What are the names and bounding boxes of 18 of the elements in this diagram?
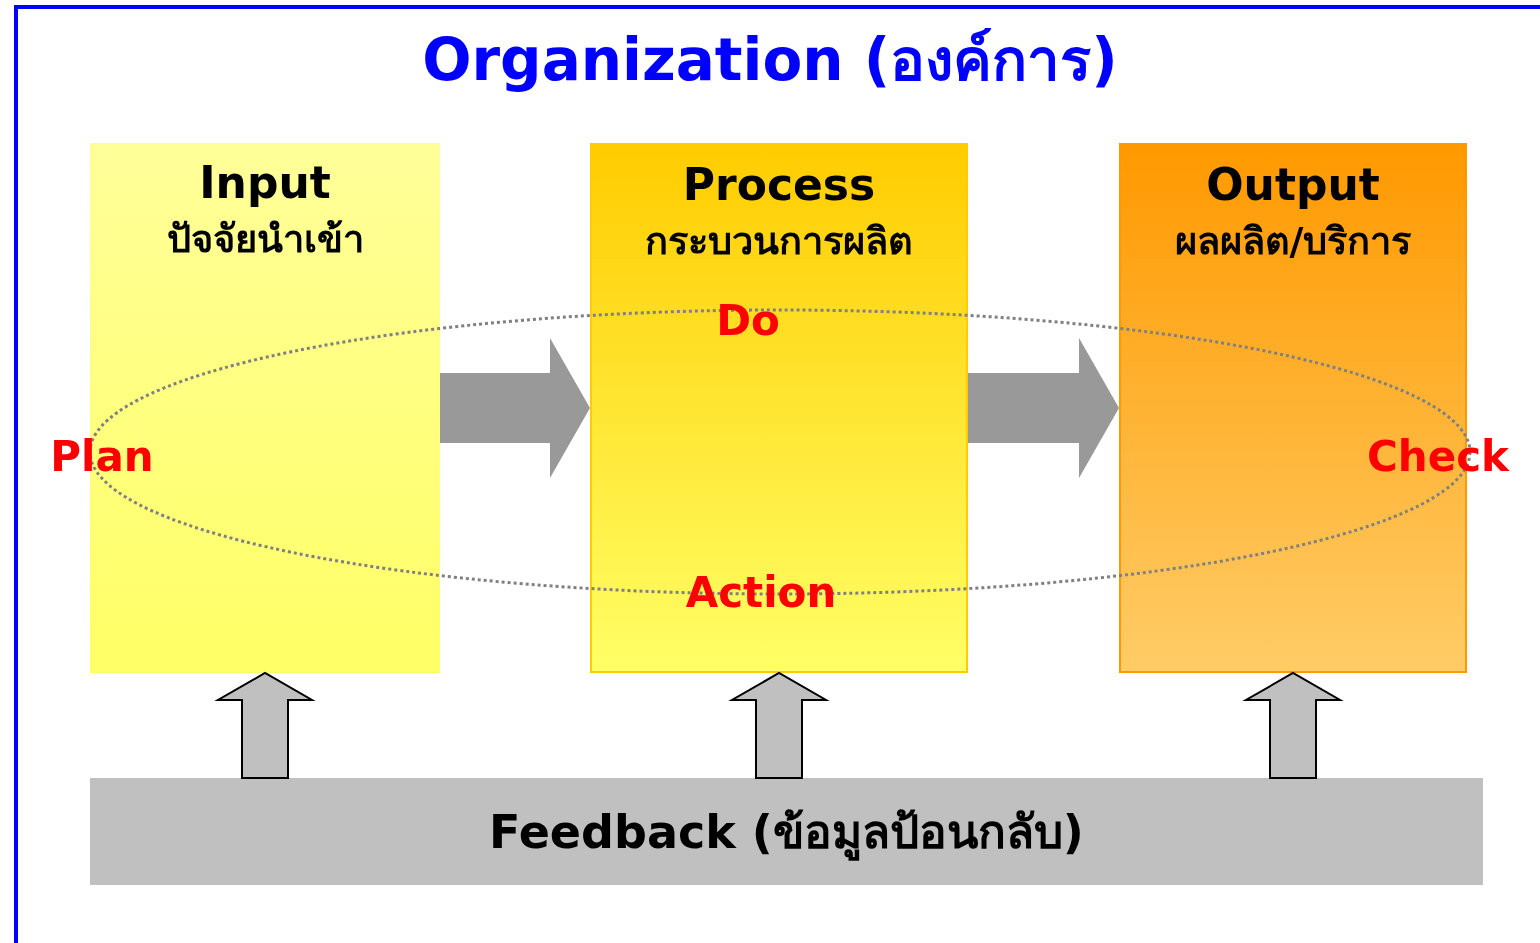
block-arrow: [440, 338, 590, 478]
cycle-step-label: Action: [685, 568, 837, 618]
hollow-block-arrow: [728, 671, 830, 779]
hollow-block-arrow: [214, 671, 316, 779]
box-subheading: ปัจจัยนำเข้า: [165, 216, 365, 263]
box-subheading: ผลผลิต/บริการ: [1173, 218, 1413, 265]
title: Organization (องค์การ): [421, 25, 1119, 96]
box-heading: Input: [198, 156, 332, 210]
cycle-step-label: Do: [716, 296, 780, 346]
feedback-bar: [90, 778, 1483, 885]
hollow-block-arrow: [1242, 671, 1344, 779]
bar-label: Feedback (ข้อมูลป้อนกลับ): [489, 803, 1084, 862]
box-heading: Process: [681, 158, 877, 212]
process-box: [590, 143, 968, 673]
block-arrow: [968, 338, 1119, 478]
cycle-step-label: Plan: [50, 432, 154, 482]
box-heading: Output: [1205, 158, 1381, 212]
box-subheading: กระบวนการผลิต: [644, 218, 914, 265]
